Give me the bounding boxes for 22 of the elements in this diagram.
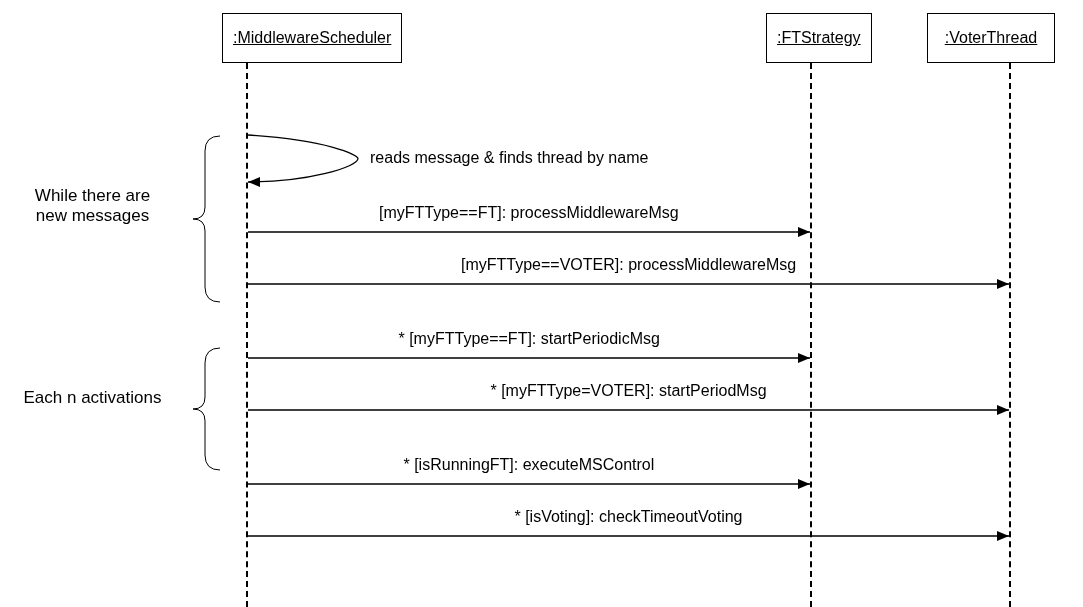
message-label: * [isRunningFT]: executeMSControl	[403, 456, 655, 474]
message-arrow	[247, 227, 811, 237]
message-label: * [myFTType==FT]: startPeriodicMsg	[398, 330, 660, 348]
note-text: Each n activations	[22, 388, 163, 408]
message-arrow	[247, 479, 811, 489]
participant-box: :MiddlewareScheduler	[222, 13, 403, 63]
note-text: While there are new messages	[33, 186, 152, 226]
message-label: reads message & finds thread by name	[370, 148, 649, 167]
message-arrow	[247, 531, 1010, 541]
lifeline	[246, 63, 248, 607]
lifeline	[1009, 63, 1011, 607]
message-label: [myFTType==VOTER]: processMiddlewareMsg	[461, 256, 797, 274]
message-label: [myFTType==FT]: processMiddlewareMsg	[379, 204, 679, 222]
message-arrow	[247, 279, 1010, 289]
self-message-arrow	[247, 134, 359, 187]
participant-box: :VoterThread	[927, 13, 1055, 63]
participant-box: :FTStrategy	[766, 13, 872, 63]
lifeline	[810, 63, 812, 607]
message-label: * [myFTType=VOTER]: startPeriodMsg	[490, 382, 767, 400]
message-arrow	[247, 405, 1010, 415]
message-arrow	[247, 353, 811, 363]
message-label: * [isVoting]: checkTimeoutVoting	[514, 508, 743, 526]
